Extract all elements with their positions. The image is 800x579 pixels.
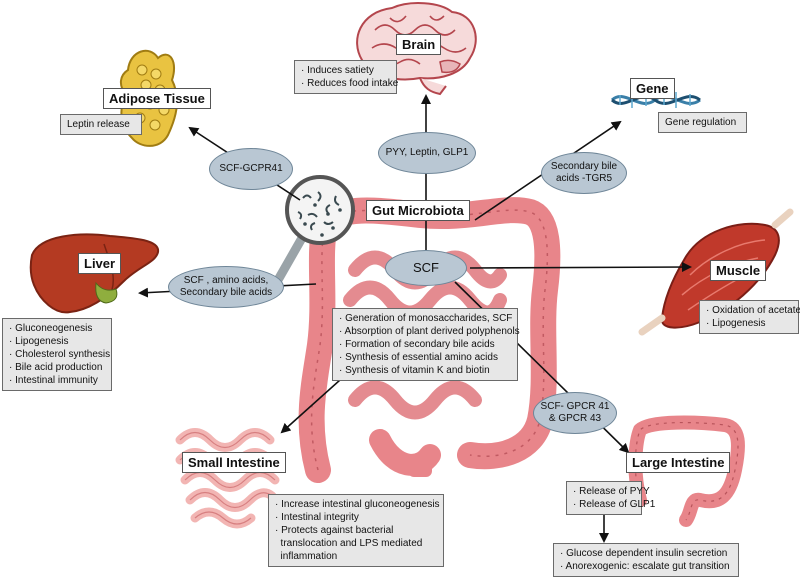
list-item: translocation and LPS mediated <box>275 538 423 549</box>
list-item: · Release of PYY <box>573 486 650 497</box>
arrow-to-small-intestine <box>280 379 341 434</box>
large-intestine-downstream-list: · Glucose dependent insulin secretion · A… <box>553 543 739 577</box>
list-item: · Cholesterol synthesis <box>9 349 111 360</box>
liver-mediator-oval: SCF , amino acids, Secondary bile acids <box>168 266 284 308</box>
list-item: · Anorexogenic: escalate gut transition <box>560 561 730 572</box>
scf-node: SCF <box>385 250 467 286</box>
list-item: Leptin release <box>67 119 130 130</box>
magnifier-icon <box>273 175 355 285</box>
list-item: · Formation of secondary bile acids <box>339 339 495 350</box>
list-item: · Synthesis of essential amino acids <box>339 352 498 363</box>
arrow-to-muscle <box>469 262 692 273</box>
gut-microbiota-title: Gut Microbiota <box>366 200 470 221</box>
small-intestine-title: Small Intestine <box>182 452 286 473</box>
gene-title: Gene <box>630 78 675 99</box>
list-item: · Synthesis of vitamin K and biotin <box>339 365 490 376</box>
large-intestine-title: Large Intestine <box>626 452 731 473</box>
adipose-mediator-oval: SCF-GCPR41 <box>209 148 293 190</box>
large-intestine-mediator-oval: SCF- GPCR 41 & GPCR 43 <box>533 392 617 434</box>
brain-title: Brain <box>396 34 442 55</box>
list-item: · Bile acid production <box>9 362 103 373</box>
adipose-tissue-title: Adipose Tissue <box>103 88 211 109</box>
large-intestine-effects-list: · Release of PYY · Release of GLP1 <box>566 481 656 515</box>
gene-effects-list: Gene regulation <box>658 112 747 133</box>
list-item: · Release of GLP1 <box>573 499 656 510</box>
adipose-effects-list: Leptin release <box>60 114 142 135</box>
list-item: · Gluconeogenesis <box>9 323 93 334</box>
list-item: · Induces satiety <box>301 65 374 76</box>
list-item: · Intestinal integrity <box>275 512 359 523</box>
list-item: Gene regulation <box>665 117 737 128</box>
list-item: · Increase intestinal gluconeogenesis <box>275 499 440 510</box>
liver-effects-list: · Gluconeogenesis · Lipogenesis · Choleste… <box>2 318 112 391</box>
list-item: · Absorption of plant derived polyphenol… <box>339 326 520 337</box>
center-functions-list: · Generation of monosaccharides, SCF · Ab… <box>332 308 520 381</box>
list-item: · Reduces food intake <box>301 78 399 89</box>
brain-mediator-oval: PYY, Leptin, GLP1 <box>378 132 476 174</box>
large-intestine-icon <box>628 415 745 527</box>
gene-mediator-oval: Secondary bile acids -TGR5 <box>541 152 627 194</box>
list-item: inflammation <box>275 551 338 562</box>
brain-effects-list: · Induces satiety · Reduces food intake <box>294 60 399 94</box>
list-item: · Lipogenesis <box>9 336 69 347</box>
liver-title: Liver <box>78 253 122 274</box>
list-item: · Intestinal immunity <box>9 375 98 386</box>
list-item: · Glucose dependent insulin secretion <box>560 548 728 559</box>
list-item: · Protects against bacterial <box>275 525 394 536</box>
small-intestine-icon <box>175 428 280 529</box>
list-item: · Lipogenesis <box>706 318 766 329</box>
small-intestine-effects-list: · Increase intestinal gluconeogenesis · I… <box>268 494 444 567</box>
muscle-title: Muscle <box>710 260 767 281</box>
list-item: · Oxidation of acetate <box>706 305 800 316</box>
list-item: · Generation of monosaccharides, SCF <box>339 313 513 324</box>
muscle-effects-list: · Oxidation of acetate · Lipogenesis <box>699 300 800 334</box>
